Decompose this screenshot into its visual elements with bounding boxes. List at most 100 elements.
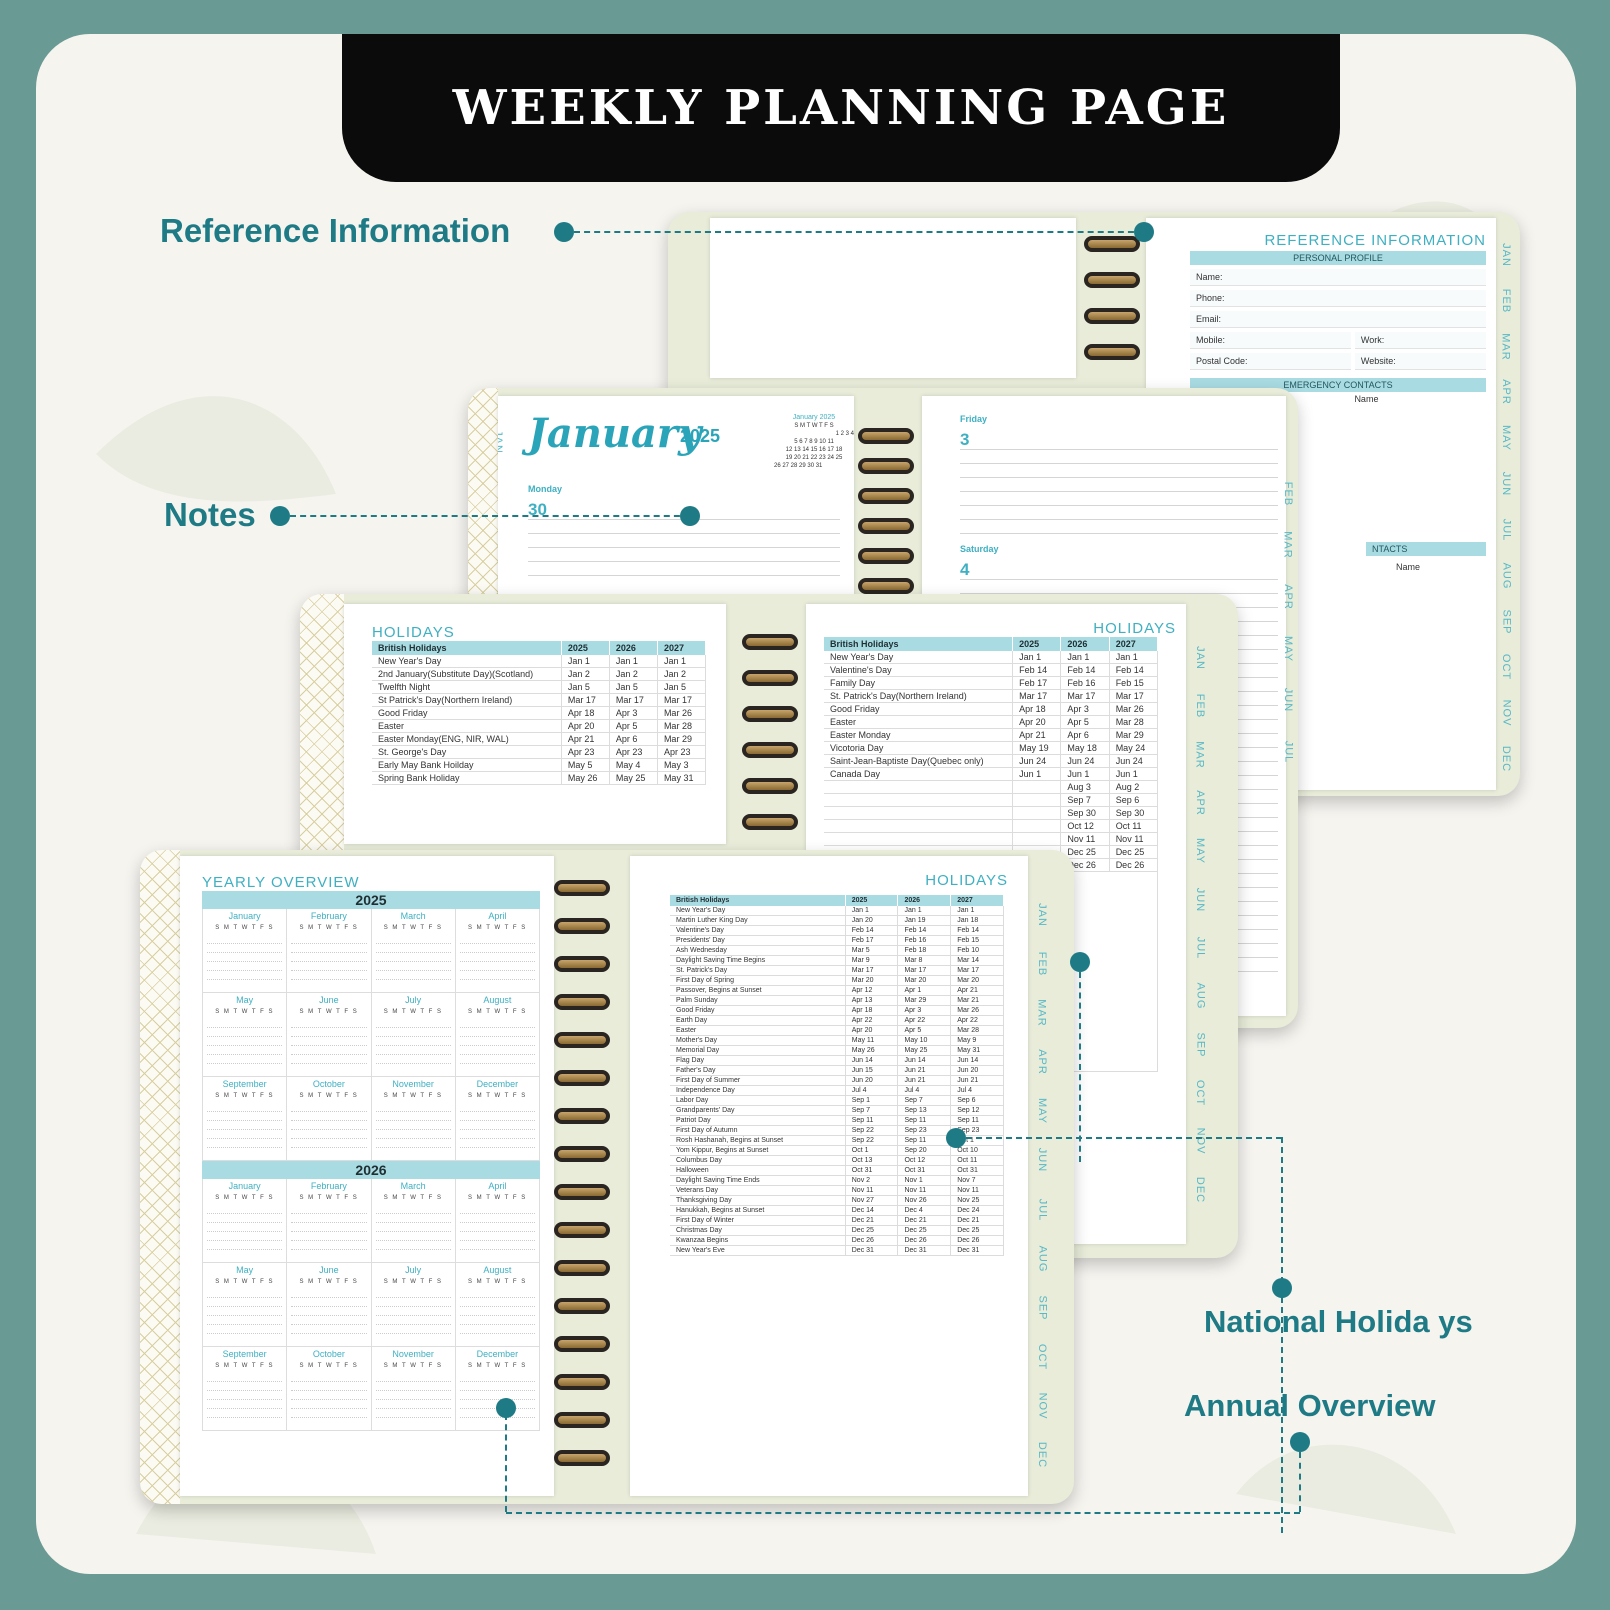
tab-apr[interactable]: APR: [1500, 379, 1512, 406]
table-header-cell: 2027: [1109, 637, 1159, 651]
tab-nov[interactable]: NOV: [1194, 1128, 1206, 1155]
date-rows: [207, 1103, 283, 1148]
tab-nov[interactable]: NOV: [1036, 1392, 1048, 1420]
tab-feb[interactable]: FEB: [1194, 694, 1206, 719]
table-cell: Oct 12: [897, 1155, 952, 1166]
tab-feb[interactable]: FEB: [1282, 481, 1294, 507]
tab-jul[interactable]: JUL: [1194, 936, 1206, 960]
tab-oct[interactable]: OCT: [1036, 1343, 1049, 1371]
table-cell: Family Day: [824, 676, 1014, 690]
tab-may[interactable]: MAY: [1500, 425, 1512, 452]
table-cell: First Day of Autumn: [670, 1125, 846, 1136]
work-field[interactable]: Work:: [1354, 332, 1486, 349]
tab-apr[interactable]: APR: [1194, 790, 1206, 816]
tab-sep[interactable]: SEP: [1500, 609, 1513, 635]
tab-mar[interactable]: MAR: [1500, 332, 1513, 361]
mobile-field[interactable]: Mobile:: [1190, 332, 1351, 349]
table-cell: Sep 22: [845, 1135, 899, 1146]
tab-apr[interactable]: APR: [1036, 1049, 1048, 1075]
tab-jul[interactable]: JUL: [1282, 740, 1294, 764]
month-tabs-reference: JAN FEB MAR APR MAY JUN JUL AUG SEP OCT …: [1494, 232, 1518, 782]
tab-jan[interactable]: JAN: [1194, 646, 1206, 671]
tab-oct[interactable]: OCT: [1500, 654, 1513, 681]
date-rows: [459, 935, 535, 980]
tab-nov[interactable]: NOV: [1500, 699, 1512, 727]
table-header-cell: 2026: [897, 895, 952, 906]
table-cell: Nov 7: [950, 1175, 1004, 1186]
tab-aug[interactable]: AUG: [1194, 983, 1206, 1010]
tab-apr[interactable]: APR: [1282, 584, 1294, 610]
table-cell: Sep 11: [845, 1115, 899, 1126]
date-rows: [459, 1289, 535, 1334]
tab-mar[interactable]: MAR: [1036, 999, 1049, 1027]
table-cell: Sep 23: [897, 1125, 952, 1136]
january-script: January: [528, 410, 702, 457]
table-cell: Sep 7: [845, 1105, 899, 1116]
month-name: August: [483, 995, 512, 1005]
tab-oct[interactable]: OCT: [1194, 1079, 1207, 1107]
tab-feb[interactable]: FEB: [1036, 951, 1048, 976]
tab-may[interactable]: MAY: [1282, 635, 1294, 662]
tab-mar[interactable]: MAR: [1282, 531, 1295, 560]
month-name: September: [222, 1079, 267, 1089]
tab-jun[interactable]: JUN: [1194, 887, 1207, 912]
table-cell: Jan 20: [845, 915, 899, 926]
table-cell: Jun 24: [1109, 754, 1159, 768]
table-cell: Sep 7: [1060, 793, 1110, 807]
weekday-header: S M T W T F S: [215, 1363, 274, 1369]
tab-sep[interactable]: SEP: [1036, 1295, 1049, 1321]
friday-lines[interactable]: [960, 436, 1278, 534]
table-cell: Jul 4: [897, 1085, 952, 1096]
tab-aug[interactable]: AUG: [1036, 1245, 1048, 1273]
month-name: May: [236, 1265, 254, 1275]
table-cell: Jun 21: [897, 1075, 952, 1086]
tab-jun[interactable]: JUN: [1500, 471, 1513, 497]
table-cell: Feb 15: [1109, 676, 1159, 690]
tab-dec[interactable]: DEC: [1500, 745, 1513, 773]
tab-jul[interactable]: JUL: [1500, 518, 1512, 542]
postal-field[interactable]: Postal Code:: [1190, 353, 1351, 370]
name-field[interactable]: Name:: [1190, 269, 1486, 286]
tab-feb[interactable]: FEB: [1500, 288, 1512, 313]
table-cell: Apr 3: [609, 706, 658, 720]
table-cell: Nov 27: [845, 1195, 899, 1206]
tab-sep[interactable]: SEP: [1194, 1032, 1207, 1058]
tab-aug[interactable]: AUG: [1500, 562, 1512, 590]
tab-may[interactable]: MAY: [1036, 1098, 1048, 1125]
table-cell: Feb 10: [950, 945, 1004, 956]
table-cell: May 31: [657, 771, 707, 785]
table-cell: Jun 14: [950, 1055, 1004, 1066]
table-cell: Twelfth Night: [372, 680, 562, 694]
tab-jan[interactable]: JAN: [1500, 243, 1512, 267]
tab-jul[interactable]: JUL: [1036, 1198, 1048, 1221]
tab-jun[interactable]: JUN: [1282, 688, 1295, 713]
phone-field[interactable]: Phone:: [1190, 290, 1486, 307]
weekday-header: S M T W T F S: [468, 925, 527, 931]
tab-dec[interactable]: DEC: [1194, 1176, 1207, 1203]
table-cell: Jun 1: [1012, 767, 1062, 781]
table-cell: May 4: [609, 758, 658, 772]
table-cell: Mar 8: [897, 955, 952, 966]
table-row: 2nd January(Substitute Day)(Scotland)Jan…: [372, 667, 707, 681]
weekday-header: S M T W T F S: [299, 1009, 359, 1015]
email-field[interactable]: Email:: [1190, 311, 1486, 328]
tab-jun[interactable]: JUN: [1036, 1148, 1049, 1173]
website-field[interactable]: Website:: [1354, 353, 1486, 370]
table-cell: Oct 31: [897, 1165, 952, 1176]
tab-jan[interactable]: JAN: [1036, 902, 1048, 927]
tab-dec[interactable]: DEC: [1036, 1442, 1049, 1469]
table-cell: Canada Day: [824, 767, 1014, 781]
table-cell: Easter: [824, 715, 1014, 729]
table-cell: Feb 15: [950, 935, 1004, 946]
table-cell: Jan 1: [1060, 651, 1110, 664]
tab-mar[interactable]: MAR: [1194, 741, 1207, 769]
tab-may[interactable]: MAY: [1194, 838, 1206, 865]
